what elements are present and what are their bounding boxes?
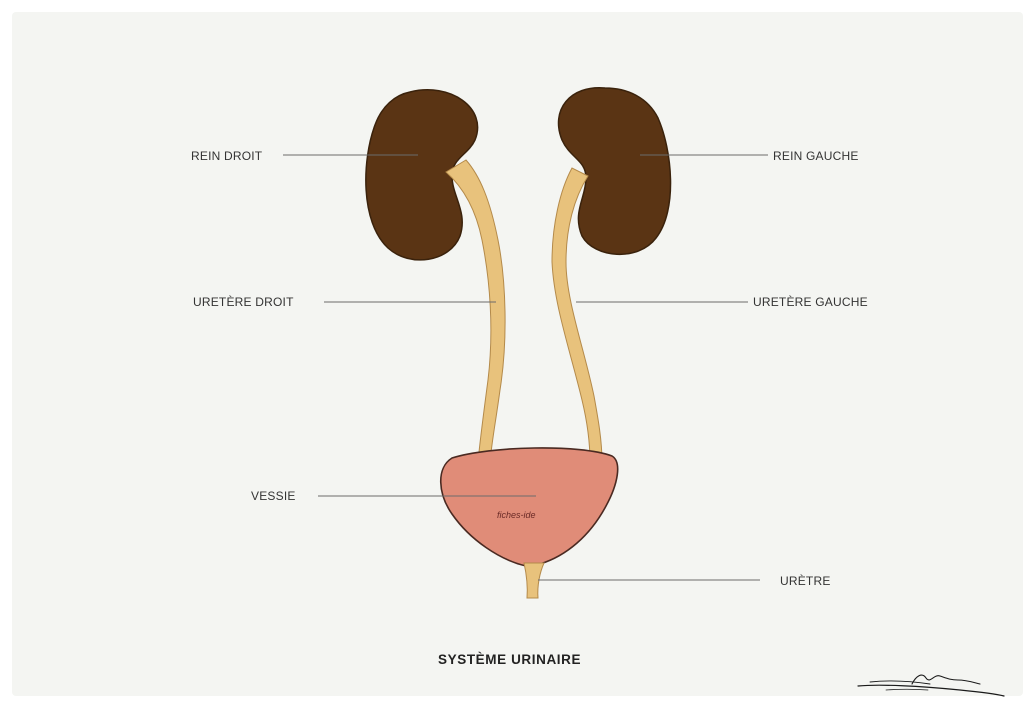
- bladder-inner-text: fiches-ide: [497, 510, 536, 520]
- label-vessie: VESSIE: [251, 489, 296, 503]
- diagram-title: SYSTÈME URINAIRE: [438, 652, 581, 667]
- background-panel: [12, 12, 1023, 696]
- label-uretere-gauche: URETÈRE GAUCHE: [753, 294, 868, 309]
- label-rein-droit: REIN DROIT: [191, 149, 263, 163]
- label-uretere-droit: URETÈRE DROIT: [193, 294, 294, 309]
- label-rein-gauche: REIN GAUCHE: [773, 149, 859, 163]
- label-uretre: URÈTRE: [780, 573, 831, 588]
